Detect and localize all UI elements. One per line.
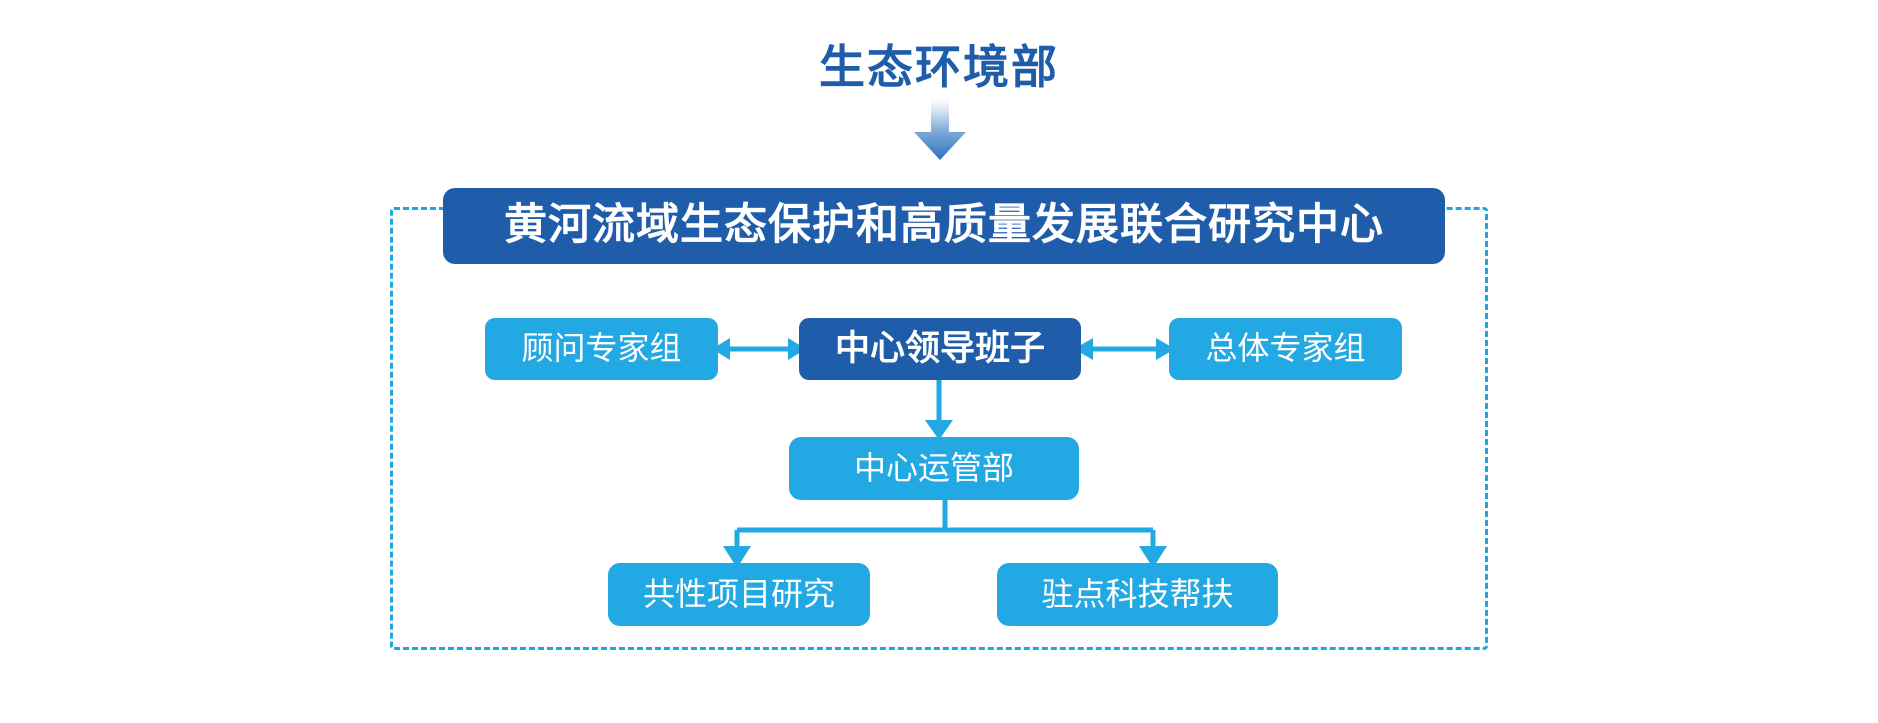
center-header-banner[interactable]: 黄河流域生态保护和高质量发展联合研究中心 [443, 188, 1445, 264]
node-common-project-research[interactable]: 共性项目研究 [608, 563, 870, 626]
node-operations-department[interactable]: 中心运管部 [789, 437, 1079, 500]
connector-advisory-leadership-icon [712, 338, 806, 360]
node-overall-expert-group[interactable]: 总体专家组 [1169, 318, 1402, 380]
node-stationed-tech-support[interactable]: 驻点科技帮扶 [997, 563, 1278, 626]
connector-operations-branch-icon [723, 498, 1167, 568]
ministry-title: 生态环境部 [819, 41, 1059, 93]
ministry-to-center-arrow-icon [914, 98, 966, 160]
node-advisory-expert-group[interactable]: 顾问专家组 [485, 318, 718, 380]
connector-leadership-operations-icon [925, 378, 953, 440]
connector-leadership-overall-icon [1074, 338, 1175, 360]
node-center-leadership[interactable]: 中心领导班子 [799, 318, 1081, 380]
